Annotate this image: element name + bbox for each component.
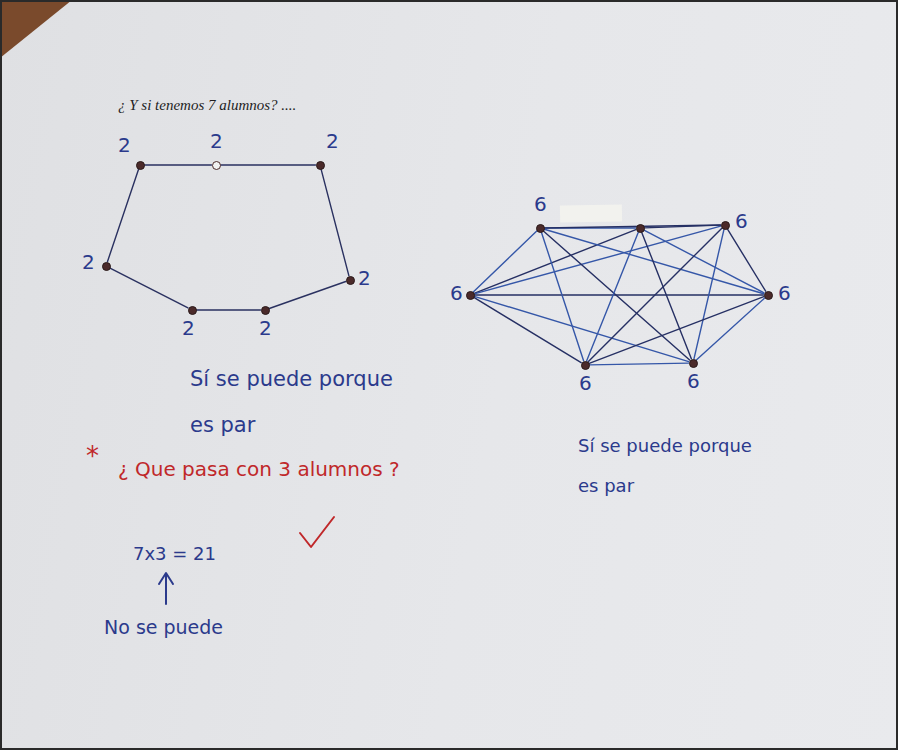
note-wrapper: * xyxy=(86,440,99,473)
graph-edge xyxy=(473,231,536,292)
graph-vertex: 6 xyxy=(764,291,773,300)
graph-vertex: 6 xyxy=(689,359,698,368)
degree-number: 2 xyxy=(82,252,95,272)
graph-edge xyxy=(474,297,581,362)
graph-edge xyxy=(269,281,346,308)
graph-edge xyxy=(474,230,636,294)
note-wrapper: Sí se puede porque es par xyxy=(578,426,763,506)
handwritten-note: Sí se puede porque es par xyxy=(578,426,763,506)
degree-number: 6 xyxy=(579,373,592,393)
note-wrapper: ¿ Y si tenemos 7 alumnos? .... xyxy=(118,96,296,115)
graph-vertex: 6 xyxy=(536,224,545,233)
degree-number: 6 xyxy=(534,194,547,214)
degree-number: 6 xyxy=(450,283,463,303)
handwritten-note: No se puede xyxy=(104,616,223,640)
graph-edge xyxy=(544,225,720,228)
note-wrapper: 7x3 = 21 xyxy=(133,543,216,566)
desk-corner xyxy=(0,0,72,58)
graph-edge xyxy=(321,169,349,275)
graph-edge xyxy=(588,228,722,362)
graph-edge xyxy=(696,298,764,360)
graph-vertex: 2 xyxy=(346,276,355,285)
graph-vertex xyxy=(636,224,645,233)
graph-vertex: 6 xyxy=(466,291,475,300)
graph-edge xyxy=(107,169,138,261)
degree-number: 6 xyxy=(778,283,791,303)
degree-number: 2 xyxy=(259,318,272,338)
graph-edge xyxy=(474,226,720,294)
degree-number: 6 xyxy=(735,211,748,231)
degree-number: 2 xyxy=(182,318,195,338)
degree-number: 2 xyxy=(118,135,131,155)
graph-edge xyxy=(110,268,188,308)
printed-question: ¿ Y si tenemos 7 alumnos? .... xyxy=(118,96,296,115)
degree-number: 2 xyxy=(326,131,339,151)
graph-edge xyxy=(644,225,720,228)
graph-edge xyxy=(197,309,261,310)
graph-edge xyxy=(474,296,688,361)
graph-vertex: 2 xyxy=(102,262,111,271)
graph-edge xyxy=(589,363,688,365)
graph-edge xyxy=(541,232,583,360)
check-mark xyxy=(300,517,334,547)
graph-edge xyxy=(589,297,764,364)
handwritten-note: * xyxy=(86,440,99,473)
handwritten-note: 7x3 = 21 xyxy=(133,543,216,566)
graph-edge xyxy=(221,164,316,165)
graph-edge xyxy=(587,232,639,361)
degree-number: 2 xyxy=(210,131,223,151)
up-arrow xyxy=(159,573,173,604)
graph-edge xyxy=(475,294,764,295)
graph-edge xyxy=(543,231,689,360)
degree-number: 2 xyxy=(358,268,371,288)
handwritten-note: ¿ Que pasa con 3 alumnos ? xyxy=(118,457,400,482)
graph-vertex: 2 xyxy=(212,161,221,170)
tape-strip xyxy=(560,204,622,222)
note-wrapper: Sí se puede porque es par xyxy=(190,356,405,448)
note-wrapper: ¿ Que pasa con 3 alumnos ? xyxy=(118,457,400,482)
graph-vertex: 6 xyxy=(581,361,590,370)
graph-edge xyxy=(145,164,212,165)
graph-vertex: 2 xyxy=(316,161,325,170)
handwritten-note: Sí se puede porque es par xyxy=(190,356,405,448)
note-wrapper: No se puede xyxy=(104,616,223,640)
graph-edge xyxy=(727,229,765,291)
degree-number: 6 xyxy=(687,371,700,391)
graph-vertex: 2 xyxy=(188,306,197,315)
graph-vertex: 2 xyxy=(261,306,270,315)
graph-vertex: 2 xyxy=(136,161,145,170)
graph-vertex: 6 xyxy=(721,221,730,230)
